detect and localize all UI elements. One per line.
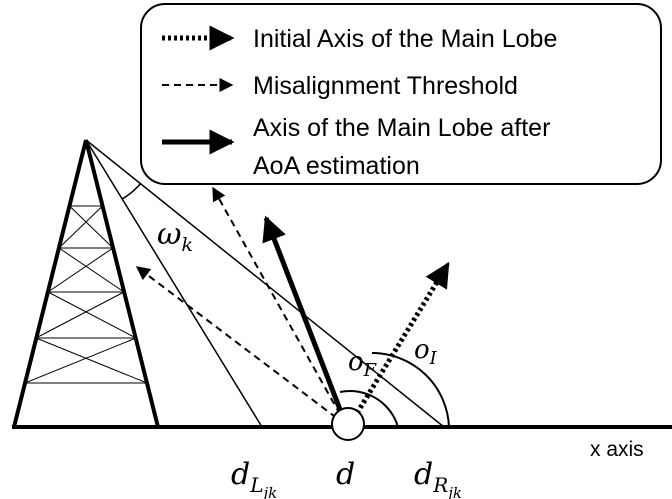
beamwidth-arc xyxy=(121,182,142,200)
center-point xyxy=(331,407,365,441)
right-bound-label: dRjk xyxy=(414,457,462,499)
angle-initial-label: oI xyxy=(414,335,438,369)
lobe-boundary-left xyxy=(85,139,263,428)
threshold-arrow-right xyxy=(212,186,347,426)
initial-axis-arrow xyxy=(351,261,451,420)
angle-arc-final xyxy=(339,390,399,428)
x-axis-label: x axis xyxy=(590,438,644,461)
legend-label-estimated-axis-line2: AoA estimation xyxy=(253,152,420,180)
legend-label-estimated-axis-line1: Axis of the Main Lobe after xyxy=(253,114,550,142)
antenna-tower xyxy=(12,139,160,428)
beamwidth-label: ωk xyxy=(157,217,193,256)
tower-lattice xyxy=(24,139,148,384)
angle-arc-initial xyxy=(371,352,450,428)
legend-label-threshold: Misalignment Threshold xyxy=(253,72,518,100)
legend-label-initial-axis: Initial Axis of the Main Lobe xyxy=(253,25,557,53)
estimated-axis-arrow xyxy=(262,215,349,426)
threshold-arrow-left xyxy=(135,266,347,426)
lobe-boundary-right xyxy=(85,139,445,428)
legend-box xyxy=(140,3,662,185)
legend: Initial Axis of the Main Lobe Misalignme… xyxy=(140,3,662,185)
angle-final-label: oF xyxy=(348,347,378,381)
center-label: d xyxy=(336,457,355,492)
left-bound-label: dLjk xyxy=(231,457,277,499)
